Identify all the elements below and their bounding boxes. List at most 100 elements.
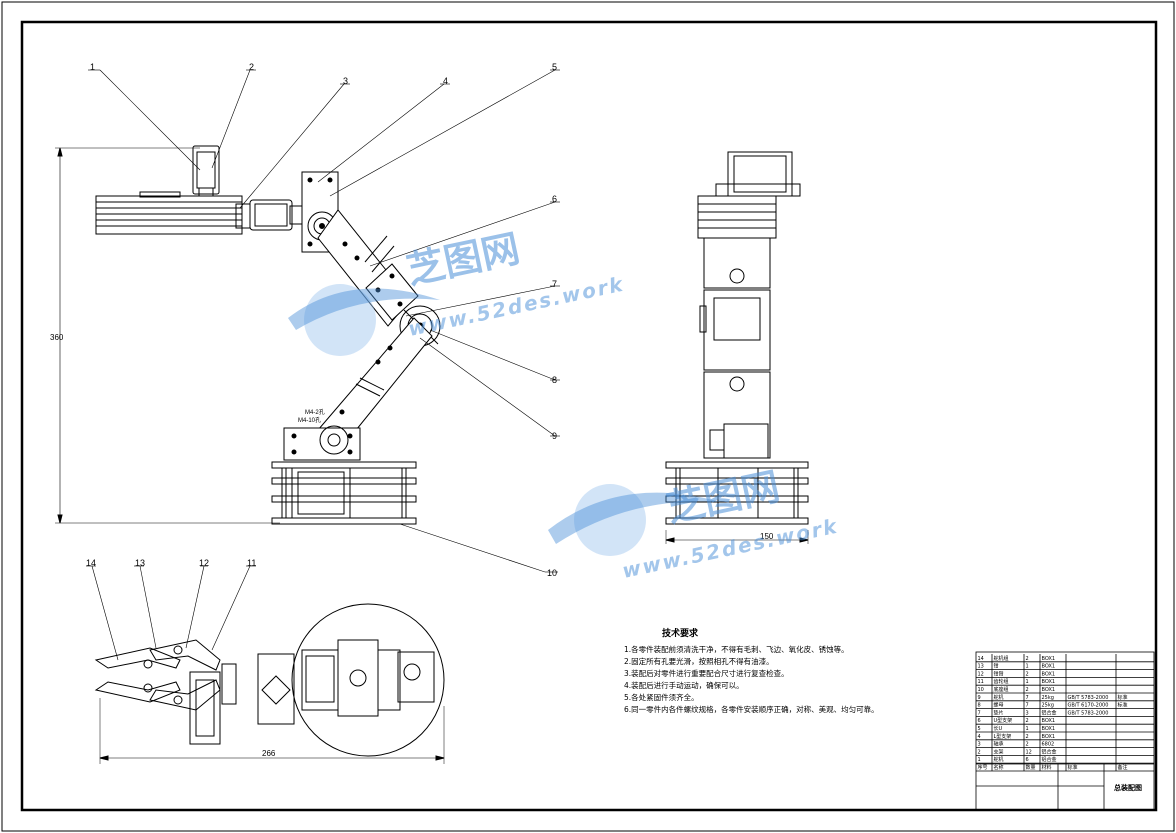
side-view [55,145,441,525]
bom-cell: BOX1 [1042,718,1056,724]
part-number-10: 10 [547,568,557,578]
bom-cell: 1 [1026,679,1029,685]
part-number-1: 1 [90,62,95,72]
bom-cell: 1 [978,757,981,763]
bom-cell: 底座组 [994,686,1009,693]
bom-cell: 3 [978,742,981,748]
watermark-2-brand: 芝图网 [663,464,784,531]
bom-cell: 铝合金 [1042,709,1057,716]
bom-cell: 12 [978,671,984,677]
bom-cell: 螺母 [994,702,1004,709]
bom-cell: 2 [1026,734,1029,740]
bom-cell: 舵机组 [994,655,1009,662]
bom-cell: 4 [978,734,981,740]
bom-cell: 2 [978,749,981,755]
bom-cell: 13 [978,664,984,670]
part-number-2: 2 [249,62,254,72]
bom-cell: 长U [994,725,1003,732]
bom-cell: 齿轮组 [994,678,1009,685]
title-block [975,651,1155,811]
bom-cell: 5 [978,726,981,732]
part-number-13: 13 [135,558,145,568]
technical-requirements: 技术要求 1.各零件装配前须清洗干净，不得有毛刺、飞边、氧化皮、锈蚀等。 2.固… [624,627,879,714]
bom-cell: 支架 [994,748,1004,755]
bom-cell: 1 [1026,726,1029,732]
bom-cell: 7 [1026,695,1029,701]
bom-cell: 6802 [1042,742,1055,748]
bom-cell: GB/T 6170-2000 [1068,703,1109,709]
watermark-2: 芝图网 www.52des.work [548,464,841,583]
dimension-front-width: 150 [760,532,774,541]
bom-cell: 7 [1026,703,1029,709]
balloon-numbers-top: 14 13 12 11 [86,558,256,568]
bom-cell: 3 [1026,710,1029,716]
part-number-4: 4 [443,76,448,86]
bom-cell: U型支架 [994,717,1013,724]
bom-cell: 舵机 [994,694,1004,701]
part-number-9: 9 [552,431,557,441]
watermark-1-brand: 芝图网 [403,226,524,293]
bom-cell: 6 [1026,757,1029,763]
tech-req-line-5: 5.各处紧固件须齐全。 [624,692,699,702]
bom-cell: 垫片 [994,709,1004,716]
top-view [94,603,445,764]
bom-header-cell: 备注 [1118,764,1128,771]
bom-cell: 钳 [994,663,999,670]
leader-lines-side [88,69,560,573]
bom-cell: 14 [978,656,984,662]
tech-req-line-4: 4.装配后进行手动运动，确保可以。 [624,680,744,690]
bom-cell: 2 [1026,742,1029,748]
part-number-12: 12 [199,558,209,568]
bom-cell: 25kg [1042,703,1054,709]
tech-req-title: 技术要求 [662,627,699,639]
drawing-name: 总装配图 [1114,783,1142,792]
bom-cell: 铝合金 [1042,756,1057,763]
part-number-8: 8 [552,375,557,385]
bom-cell: BOX1 [1042,734,1056,740]
bom-cell: BOX1 [1042,656,1056,662]
bom-header-cell: 名称 [994,764,1004,771]
bom-header-cell: 数量 [1026,764,1036,771]
bom-cell: 2 [1026,656,1029,662]
dimension-gripper-width: 266 [262,749,276,758]
bom-header-cell: 标准 [1068,764,1078,771]
bom-cell: 2 [1026,671,1029,677]
part-number-14: 14 [86,558,96,568]
bom-cell: 2 [1026,687,1029,693]
bom-cell: BOX1 [1042,679,1056,685]
tech-req-line-6: 6.同一零件内各件螺纹规格，各零件安装顺序正确，对称、美观、均匀可靠。 [624,704,879,714]
bom-cell: 标准 [1118,702,1128,709]
bom-cell: BOX1 [1042,671,1056,677]
part-number-11: 11 [247,558,256,568]
bom-cell: BOX1 [1042,726,1056,732]
bom-cell: 12 [1026,749,1032,755]
bom-cell: 铝合金 [1042,748,1057,755]
bom-header-cell: 材料 [1042,764,1052,771]
bom-header-cell: 序号 [978,764,988,771]
bom-cell: 钳臂 [994,670,1004,677]
bom-cell: 2 [1026,718,1029,724]
part-number-3: 3 [343,76,348,86]
bom-cell: 6 [978,718,981,724]
bom-cell: L型支架 [994,733,1012,740]
balloon-numbers-side: 1 2 3 4 5 6 7 8 9 10 [90,62,557,578]
part-number-6: 6 [552,194,557,204]
tech-req-line-3: 3.装配后对零件进行重要配合尺寸进行复查检查。 [624,668,789,678]
bom-cell: 11 [978,679,984,685]
bom-cell: GB/T 5783-2000 [1068,695,1109,701]
bom-cell: 7 [978,710,981,716]
leader-lines-top [86,565,256,661]
bom-cell: 1 [1026,664,1029,670]
dimension-height: 360 [50,333,64,342]
dimension-callout-b: M4-10孔 [298,416,321,424]
bom-cell: BOX1 [1042,664,1056,670]
tech-req-line-1: 1.各零件装配前须清洗干净，不得有毛刺、飞边、氧化皮、锈蚀等。 [624,644,849,654]
front-view [665,151,809,544]
bom-cell: 9 [978,695,981,701]
tech-req-line-2: 2.固定所有孔要光滑，按照相孔不得有油漆。 [624,656,774,666]
part-number-7: 7 [552,279,557,289]
bom-cell: 10 [978,687,984,693]
